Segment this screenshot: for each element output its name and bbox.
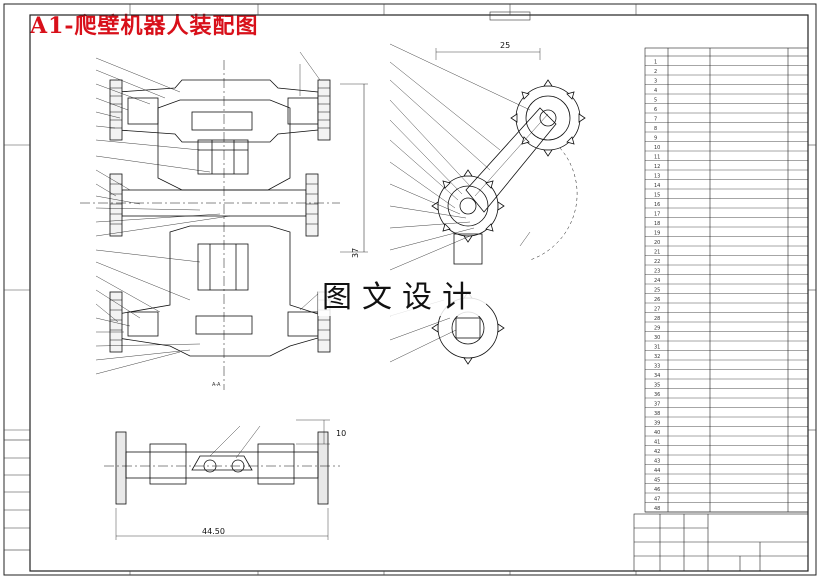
front-chassis [125, 451, 319, 479]
bom-item-number: 34 [654, 373, 660, 379]
bom-item-number: 42 [654, 449, 660, 455]
bom-item-number: 4 [654, 88, 657, 94]
front-wheel-left [115, 431, 127, 505]
title-block [633, 513, 809, 572]
dim-top-view-height: 37 [351, 248, 360, 258]
bom-item-number: 22 [654, 259, 660, 265]
watermark: 图文设计 [318, 272, 486, 316]
bom-item-number: 35 [654, 383, 660, 389]
side-view [389, 43, 586, 365]
bom-item-number: 26 [654, 297, 660, 303]
dim-front-width: 44.50 [202, 527, 225, 536]
bom-item-number: 30 [654, 335, 660, 341]
wheel-ul [109, 79, 123, 141]
top-view [80, 51, 368, 390]
bom-item-number: 37 [654, 402, 660, 408]
front-left-module [149, 443, 187, 485]
side-revision-block [3, 439, 31, 551]
bom-rows: 1234567891011121314151617181920212223242… [645, 55, 808, 513]
front-wheel-right [317, 431, 329, 505]
bom-item-number: 18 [654, 221, 660, 227]
drawing-title: A1-爬壁机器人装配图 [30, 13, 259, 39]
upper-left-gearbox [127, 97, 159, 125]
bom-item-number: 6 [654, 107, 657, 113]
front-view [104, 419, 340, 540]
bom-item-number: 9 [654, 136, 657, 142]
bom-item-number: 21 [654, 250, 660, 256]
bom-item-number: 7 [654, 117, 657, 123]
lower-left-gearbox [127, 311, 159, 337]
bom-item-number: 16 [654, 202, 660, 208]
bom-item-number: 1 [654, 60, 657, 66]
bom-item-number: 23 [654, 269, 660, 275]
bom-item-number: 19 [654, 231, 660, 237]
bom-item-number: 44 [654, 468, 660, 474]
bom-item-number: 36 [654, 392, 660, 398]
upper-battery [197, 139, 249, 175]
wheel-ll [109, 291, 123, 353]
bom-item-number: 25 [654, 288, 660, 294]
bom-item-number: 24 [654, 278, 660, 284]
lower-right-gearbox [287, 311, 319, 337]
bom-item-number: 43 [654, 459, 660, 465]
bom-item-number: 10 [654, 145, 660, 151]
bracket [453, 233, 483, 265]
bom-item-number: 5 [654, 98, 657, 104]
bom-table [644, 47, 809, 513]
bom-item-number: 32 [654, 354, 660, 360]
bom-item-number: 3 [654, 79, 657, 85]
bom-item-number: 39 [654, 421, 660, 427]
front-right-module [257, 443, 295, 485]
bom-item-number: 46 [654, 487, 660, 493]
bom-item-number: 40 [654, 430, 660, 436]
arm-link [465, 107, 557, 213]
bom-item-number: 11 [654, 155, 660, 161]
wheel-ur [317, 79, 331, 141]
upper-right-gearbox [287, 97, 319, 125]
bom-item-number: 47 [654, 497, 660, 503]
wheel-mr [305, 173, 319, 237]
bom-item-number: 17 [654, 212, 660, 218]
bom-item-number: 15 [654, 193, 660, 199]
section-label-a: A-A [212, 382, 221, 388]
bom-item-number: 2 [654, 69, 657, 75]
lower-frame [117, 225, 319, 357]
dim-front-height: 10 [336, 429, 346, 438]
bom-item-number: 8 [654, 126, 657, 132]
drawing-number-box [489, 11, 531, 21]
lower-battery [197, 243, 249, 291]
bom-item-number: 48 [654, 506, 660, 512]
upper-body-plate [157, 99, 291, 191]
bom-item-number: 33 [654, 364, 660, 370]
bom-item-number: 45 [654, 478, 660, 484]
bom-item-number: 28 [654, 316, 660, 322]
bom-item-number: 29 [654, 326, 660, 332]
bom-item-number: 31 [654, 345, 660, 351]
dim-arm-length: 25 [500, 41, 510, 50]
outer-border [3, 3, 817, 576]
upper-motor-block [191, 111, 253, 131]
wheel-ml [109, 173, 123, 237]
bom-item-number: 13 [654, 174, 660, 180]
bom-item-number: 38 [654, 411, 660, 417]
bom-item-number: 41 [654, 440, 660, 446]
bom-item-number: 12 [654, 164, 660, 170]
bom-item-number: 27 [654, 307, 660, 313]
bom-item-number: 20 [654, 240, 660, 246]
zone-ticks [4, 4, 816, 575]
bom-item-number: 14 [654, 183, 660, 189]
